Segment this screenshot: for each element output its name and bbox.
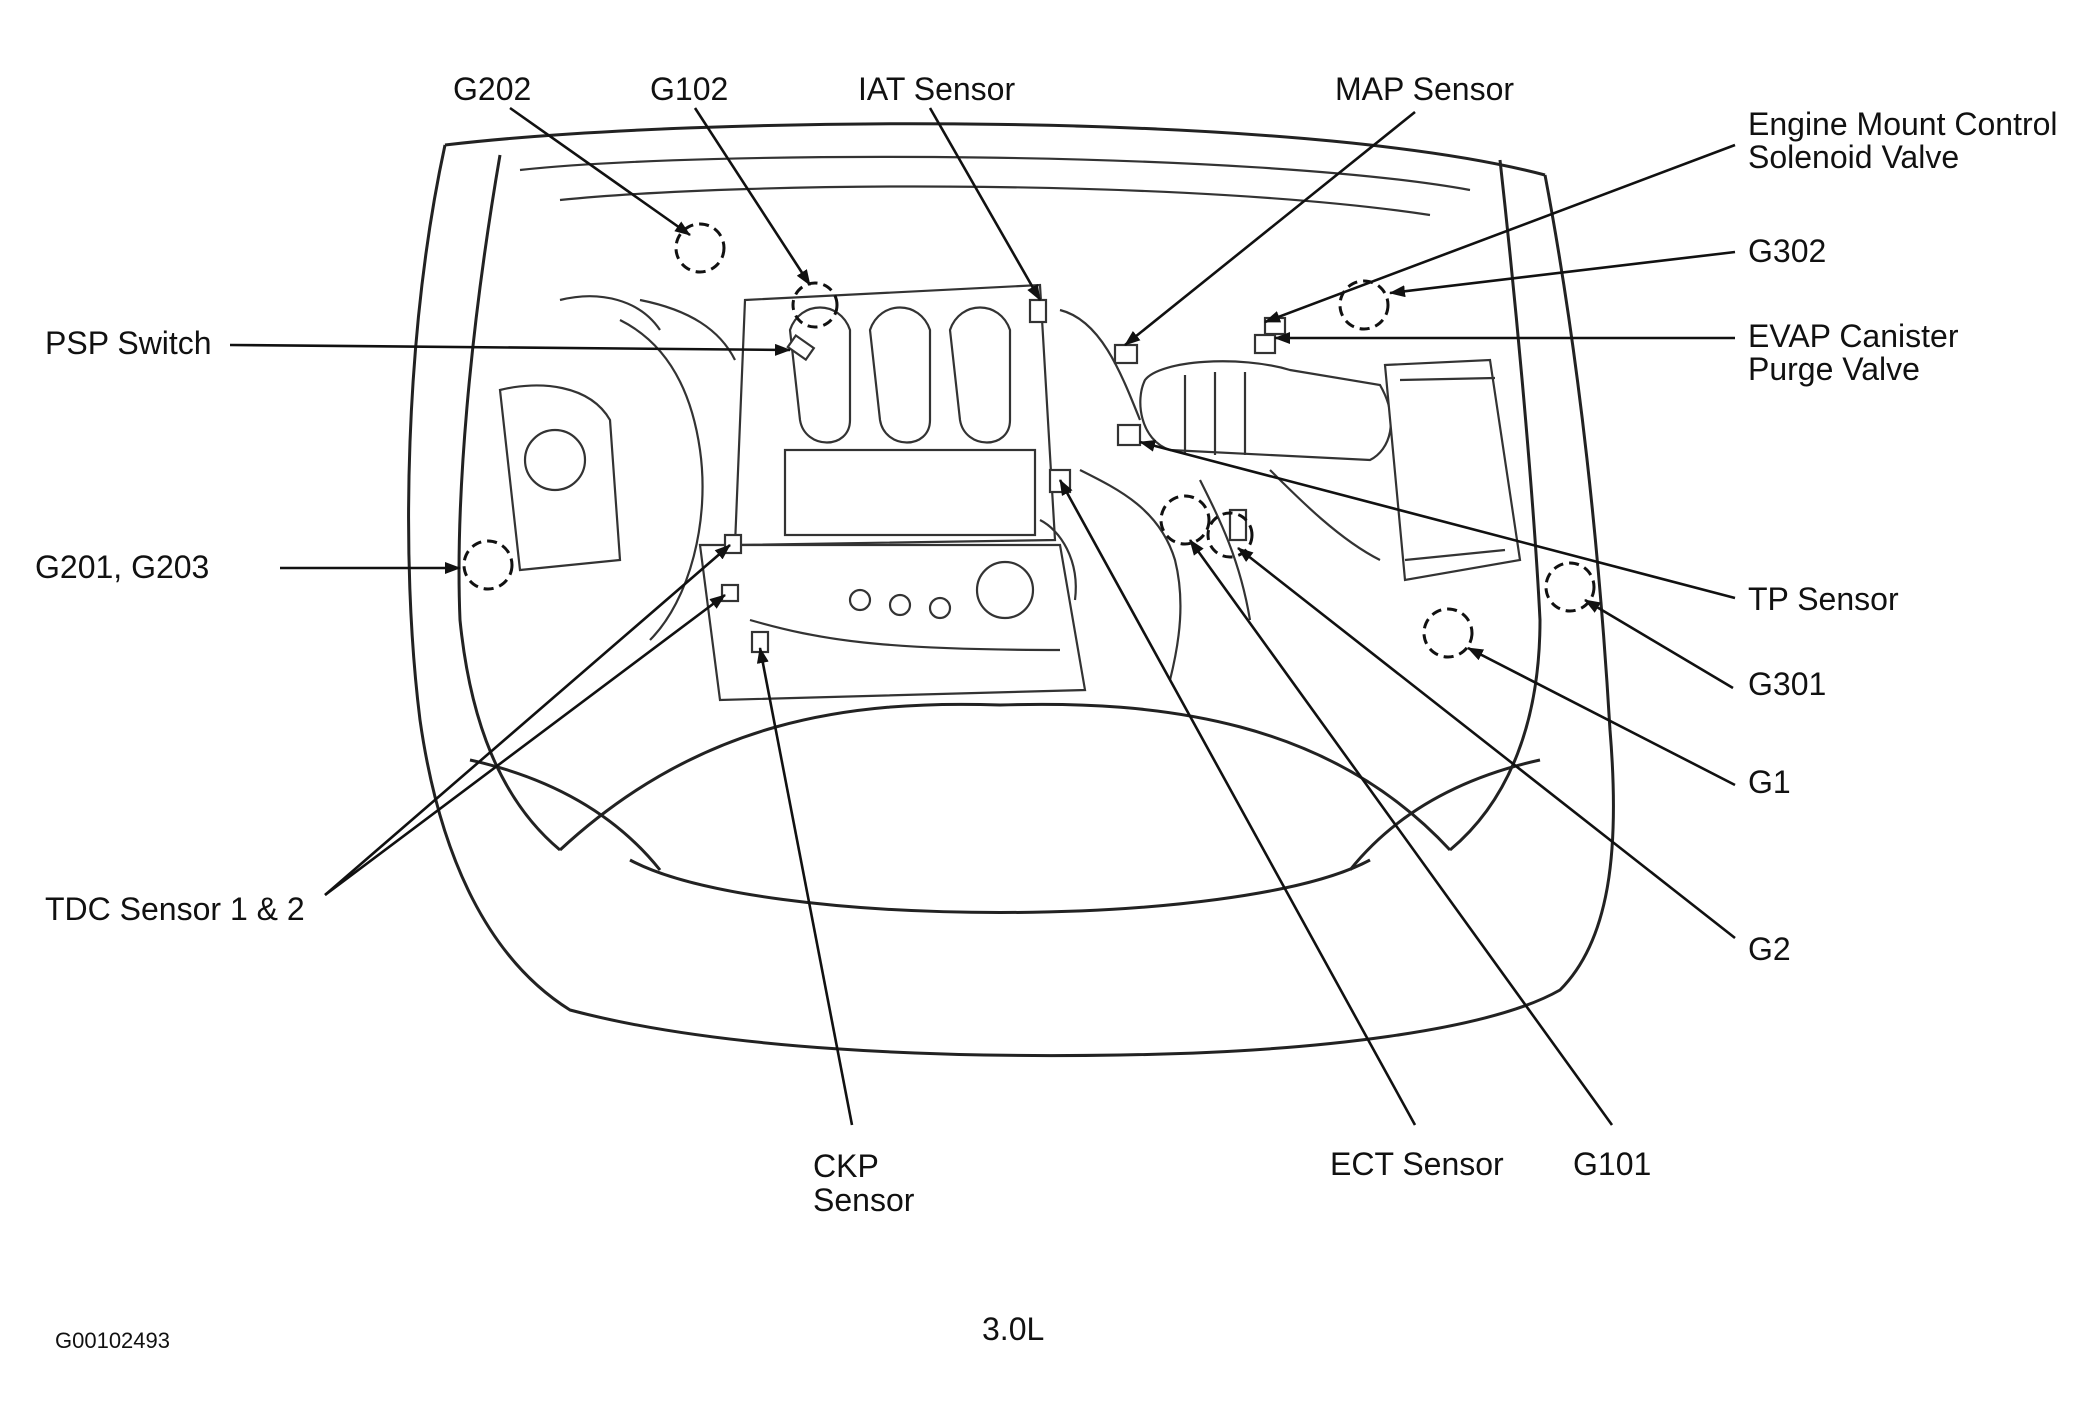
g101-locator xyxy=(1159,494,1211,546)
label-g302: G302 xyxy=(1748,233,1826,269)
label-g1: G1 xyxy=(1748,764,1791,800)
label-ect-sensor: ECT Sensor xyxy=(1330,1146,1504,1182)
label-iat-sensor: IAT Sensor xyxy=(858,71,1015,107)
label-map-sensor: MAP Sensor xyxy=(1335,71,1514,107)
label-tp-sensor: TP Sensor xyxy=(1748,581,1899,617)
g302-locator xyxy=(1338,279,1390,331)
label-psp-switch: PSP Switch xyxy=(45,325,212,361)
label-evap-line1: EVAP Canister xyxy=(1748,318,1959,354)
g2-locator xyxy=(1206,511,1254,559)
g102-locator xyxy=(791,281,839,329)
engine-assembly xyxy=(498,155,1522,702)
labels: G202 G102 IAT Sensor MAP Sensor Engine M… xyxy=(35,71,2058,1353)
label-tdc-sensor: TDC Sensor 1 & 2 xyxy=(45,891,305,927)
ground-locators xyxy=(462,222,1596,659)
label-engine-mount-line2: Solenoid Valve xyxy=(1748,139,1959,175)
label-ckp-line1: CKP xyxy=(813,1148,879,1184)
g202-locator xyxy=(674,222,726,274)
label-evap-line2: Purge Valve xyxy=(1748,351,1920,387)
figure-id: G00102493 xyxy=(55,1328,170,1353)
g201-g203-locator xyxy=(462,539,514,591)
label-g201-g203: G201, G203 xyxy=(35,549,209,585)
vehicle-body-outline xyxy=(407,122,1615,1058)
label-g101: G101 xyxy=(1573,1146,1651,1182)
label-g202: G202 xyxy=(453,71,531,107)
leader-lines xyxy=(229,106,1736,1126)
label-ckp-line2: Sensor xyxy=(813,1182,915,1218)
label-g301: G301 xyxy=(1748,666,1826,702)
label-g102: G102 xyxy=(650,71,728,107)
g301-locator xyxy=(1544,561,1596,613)
label-g2: G2 xyxy=(1748,931,1791,967)
label-engine-mount-line1: Engine Mount Control xyxy=(1748,106,2058,142)
engine-designation: 3.0L xyxy=(982,1311,1044,1347)
g1-locator xyxy=(1422,607,1474,659)
